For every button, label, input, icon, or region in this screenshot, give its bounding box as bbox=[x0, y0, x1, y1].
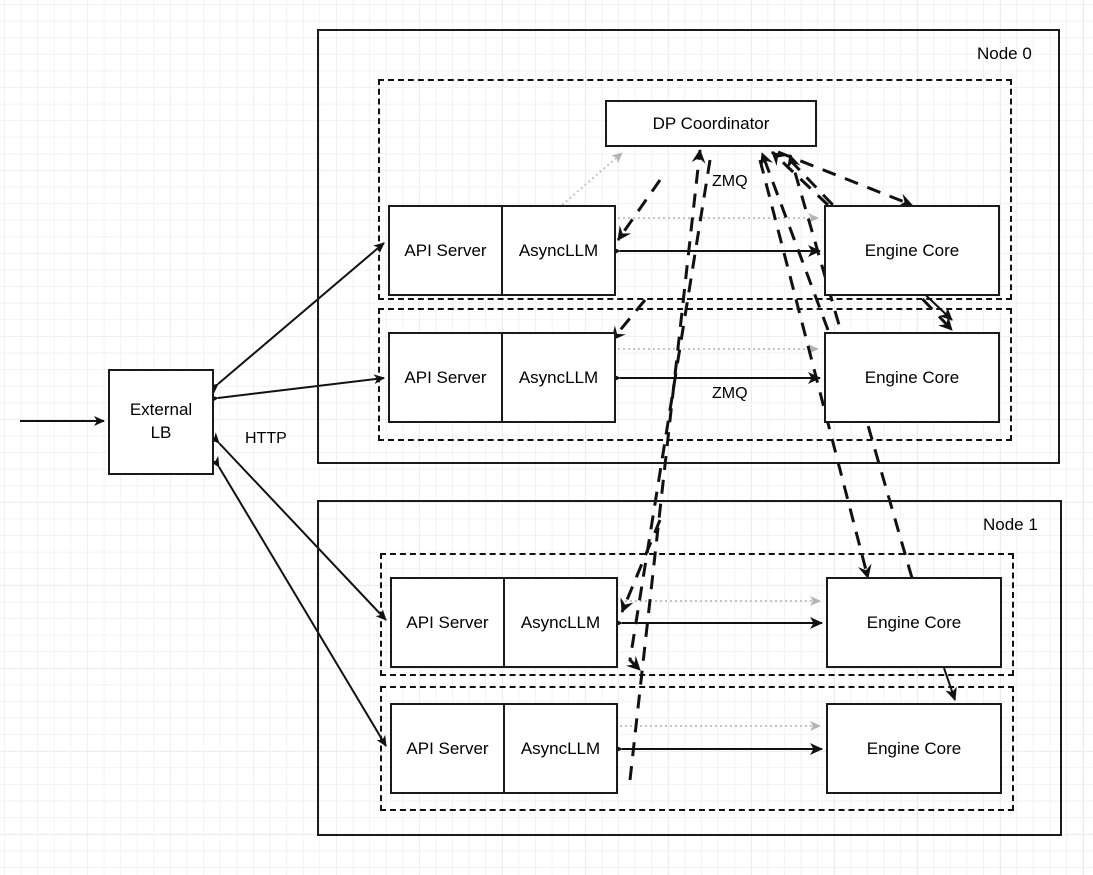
node-1-rank-1-asyncllm-cell: AsyncLLM bbox=[520, 738, 601, 758]
dp-coordinator-label: DP Coordinator bbox=[652, 113, 770, 133]
node-1-rank-1-apiserver-box[interactable]: API Server AsyncLLM bbox=[390, 703, 618, 794]
node-0-rank-0-group bbox=[378, 79, 1012, 300]
node-0-rank-0-apiserver-box[interactable]: API Server AsyncLLM bbox=[388, 205, 616, 296]
zmq-node-0-rank-1-label: ZMQ bbox=[712, 385, 748, 402]
node-0-rank-0-api-server-cell: API Server bbox=[390, 207, 503, 294]
node-0-label: Node 0 bbox=[977, 44, 1032, 63]
node-1-rank-1-api-server-cell: API Server bbox=[392, 705, 505, 792]
node-1-rank-1-engine-core-box[interactable]: Engine Core bbox=[826, 703, 1002, 794]
node-0-rank-1-group bbox=[378, 308, 1012, 441]
node-1-container bbox=[317, 500, 1062, 836]
node-0-rank-1-apiserver-box[interactable]: API Server AsyncLLM bbox=[388, 332, 616, 423]
external-lb-label-line2: LB bbox=[150, 423, 172, 442]
external-lb-box[interactable]: External LB bbox=[108, 369, 214, 475]
node-1-rank-1-engine-core-label: Engine Core bbox=[866, 738, 962, 758]
node-0-rank-1-api-server-cell: API Server bbox=[390, 334, 503, 421]
node-0-rank-1-engine-core-label: Engine Core bbox=[864, 367, 960, 387]
node-0-container bbox=[317, 29, 1060, 464]
node-1-rank-0-engine-core-box[interactable]: Engine Core bbox=[826, 577, 1002, 668]
node-1-rank-0-group bbox=[380, 553, 1014, 676]
http-edge-label: HTTP bbox=[245, 430, 287, 447]
node-0-rank-1-asyncllm-cell: AsyncLLM bbox=[518, 367, 599, 387]
node-0-rank-0-engine-core-box[interactable]: Engine Core bbox=[824, 205, 1000, 296]
node-0-rank-0-engine-core-label: Engine Core bbox=[864, 240, 960, 260]
node-1-rank-0-engine-core-label: Engine Core bbox=[866, 612, 962, 632]
node-0-rank-0-asyncllm-cell: AsyncLLM bbox=[518, 240, 599, 260]
external-lb-label-line1: External bbox=[129, 400, 193, 420]
dp-coordinator-box[interactable]: DP Coordinator bbox=[605, 100, 817, 147]
node-1-rank-0-asyncllm-cell: AsyncLLM bbox=[520, 612, 601, 632]
node-0-rank-1-engine-core-box[interactable]: Engine Core bbox=[824, 332, 1000, 423]
node-1-rank-1-group bbox=[380, 686, 1014, 811]
node-1-rank-0-api-server-cell: API Server bbox=[392, 579, 505, 666]
node-1-label: Node 1 bbox=[983, 515, 1038, 534]
zmq-coordinator-label: ZMQ bbox=[712, 173, 748, 190]
node-1-rank-0-apiserver-box[interactable]: API Server AsyncLLM bbox=[390, 577, 618, 668]
